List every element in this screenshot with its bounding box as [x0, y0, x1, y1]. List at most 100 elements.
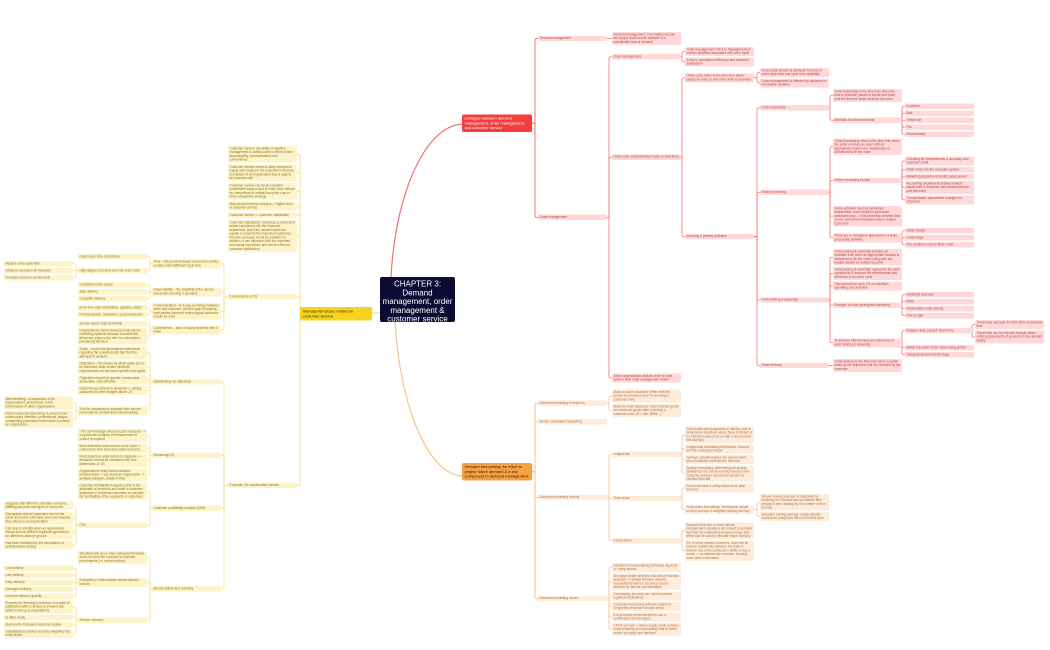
mindmap-subtopic[interactable]: Macroenvironmental changes -> higher lev…	[228, 201, 297, 211]
mindmap-subtopic[interactable]: Order delivery is the time from when a c…	[833, 359, 902, 372]
mindmap-subtopic[interactable]: Order entry into the computer system	[905, 167, 974, 173]
mindmap-topic[interactable]: Customer profitability analysis (CPA)	[152, 505, 221, 511]
mindmap-subtopic[interactable]: Assumes that one or more factors (indepe…	[685, 522, 754, 540]
mindmap-subtopic[interactable]: Future demand is solely depends on past …	[685, 483, 754, 493]
mindmap-subtopic[interactable]: Order transmittal is the time from when …	[833, 89, 902, 102]
mindmap-subtopic[interactable]: Early delivery	[4, 579, 73, 585]
mindmap-subtopic[interactable]: Safe delivery	[78, 289, 147, 295]
mindmap-subtopic[interactable]: Travel time accounts for 60%-80% of tota…	[975, 320, 1044, 330]
mindmap-subtopic[interactable]: Computer forecasting software unable to …	[612, 602, 681, 612]
mindmap-subtopic[interactable]: Must determine data sources to be used -…	[78, 443, 147, 453]
mindmap-subtopic[interactable]: Pick-to-light	[905, 313, 974, 319]
mindmap-subtopic[interactable]: Benchmarking: a comparison of an organiz…	[4, 396, 73, 410]
mindmap-topic[interactable]: Tool for companies to evaluate their ser…	[78, 406, 147, 416]
mindmap-topic[interactable]: Communication – is 2-way exchange betwee…	[152, 303, 221, 320]
mindmap-subtopic[interactable]: Reduce order cycle time	[4, 261, 73, 267]
mindmap-subtopic[interactable]: Electronically	[905, 131, 974, 137]
mindmap-subtopic[interactable]: Can account for up to 2/3 of a facility'…	[833, 281, 902, 291]
mindmap-topic[interactable]: Analyze order pickers' travel time	[905, 328, 974, 334]
mindmap-topic[interactable]: Order picking & assembly	[760, 297, 829, 303]
mindmap-topic[interactable]: Demand forecasting is helpful in	[538, 400, 607, 406]
mindmap-subtopic[interactable]: Checking for completeness & accuracy, an…	[905, 156, 974, 166]
mindmap-subtopic[interactable]: Performance benchmarking: a process that…	[4, 411, 73, 428]
mindmap-subtopic[interactable]: Increase customer service level	[4, 275, 73, 281]
mindmap-subtopic[interactable]: Organizations must resist excessive meas…	[78, 468, 147, 482]
mindmap-topic[interactable]: Measuring CS	[152, 452, 221, 458]
mindmap-subtopic[interactable]: Fax	[905, 124, 974, 130]
mindmap-subtopic[interactable]: Forecasting accuracy can have important …	[612, 591, 681, 601]
mindmap-subtopic[interactable]: Recognizes that all customers are not th…	[4, 511, 73, 525]
mindmap-topic[interactable]: Convenience – ease of doing business wit…	[152, 325, 221, 335]
mindmap-topic[interactable]: To improve effectiveness and efficiency …	[833, 338, 902, 348]
mindmap-topic[interactable]: Service failure and recovery	[152, 586, 221, 592]
mindmap-topic[interactable]: High degree of control over the order cy…	[78, 268, 147, 274]
mindmap-subtopic[interactable]: Complete delivery	[78, 296, 147, 302]
mindmap-subtopic[interactable]: Unsatisfactory service recovery magnifie…	[4, 629, 73, 639]
mindmap-subtopic[interactable]: Objectives should be specific, measurabl…	[78, 375, 147, 385]
mindmap-subtopic[interactable]: Damaged delivery	[4, 586, 73, 592]
mindmap-topic[interactable]: Order delivery	[760, 362, 829, 369]
mindmap-subtopic[interactable]: Determining customer's viewpoint -> aski…	[78, 386, 147, 396]
mindmap-subtopic[interactable]: Analog forecasting: determining an analo…	[685, 465, 754, 483]
mindmap-subtopic[interactable]: Judgmental forecasting techniques: Surve…	[685, 444, 754, 454]
mindmap-topic[interactable]: Including 4 primary activities	[685, 233, 754, 240]
mindmap-topic[interactable]: CPA	[78, 522, 147, 528]
mindmap-subtopic[interactable]: Order management refers to management of…	[685, 47, 754, 57]
mindmap-subtopic[interactable]: Incorrect delivery quantity	[4, 593, 73, 599]
mindmap-topic[interactable]: Establishing CS objectives	[152, 379, 221, 385]
mindmap-subtopic[interactable]: Pre-transaction, transaction, post trans…	[78, 312, 147, 318]
mindmap-subtopic[interactable]: "You can't manage what you can't measure…	[78, 429, 147, 442]
mindmap-subtopic[interactable]: Objectives – the means by which goals ar…	[78, 361, 147, 374]
mindmap-subtopic[interactable]: Must determine what factors to measure -…	[78, 454, 147, 467]
mindmap-subtopic[interactable]: Modes of demand forecasting	[538, 419, 607, 425]
mindmap-subtopic[interactable]: Make-to-stock situations: When finished …	[612, 389, 681, 403]
branch-linkages[interactable]: Linkages between demand management, orde…	[462, 114, 532, 132]
mindmap-subtopic[interactable]: Has been facilitated by the acceptance o…	[4, 540, 73, 550]
mindmap-topic[interactable]: 5 specific CS consideration include	[228, 482, 297, 489]
mindmap-subtopic[interactable]: Some activities must be performed sequen…	[833, 206, 902, 227]
mindmap-subtopic[interactable]: CPFR concept -> where supply chain partn…	[612, 623, 681, 636]
mindmap-subtopic[interactable]: Order management is affected by advances…	[760, 78, 829, 88]
mindmap-subtopic[interactable]: Influence decisions on inventory	[4, 268, 73, 274]
mindmap-subtopic[interactable]: RFID	[905, 299, 974, 305]
mindmap-topic[interactable]: Order management	[538, 214, 607, 220]
mindmap-topic[interactable]: Order cycle refers to the time from when…	[685, 73, 754, 83]
mindmap-topic[interactable]: Order processing include	[833, 177, 902, 184]
mindmap-topic[interactable]: 5 dimensions of CS	[228, 294, 297, 300]
mindmap-subtopic[interactable]: Ex: In some western countries, there are…	[685, 540, 754, 561]
mindmap-subtopic[interactable]: Error-free order information, updates, s…	[78, 305, 147, 311]
mindmap-topic[interactable]: Order transmittal	[760, 105, 829, 111]
mindmap-subtopic[interactable]: Order receipt	[905, 228, 974, 234]
branch-demand-forecasting[interactable]: Demand forecasting: An effort to project…	[462, 463, 532, 481]
mindmap-subtopic[interactable]: Order picking & assembly includes all ac…	[833, 249, 902, 266]
mindmap-subtopic[interactable]: Organizations should develop multichanne…	[78, 328, 147, 345]
mindmap-subtopic[interactable]: Order triage	[905, 235, 974, 241]
mindmap-subtopic[interactable]: Handheld scanners	[905, 292, 974, 298]
mindmap-subtopic[interactable]: Customer service: the ability of logisti…	[228, 146, 297, 163]
mindmap-subtopic[interactable]: Customer service -> customer satisfactio…	[228, 212, 297, 218]
mindmap-subtopic[interactable]: Accounting department locates nearest wa…	[905, 181, 974, 194]
mindmap-topic[interactable]: Dependability – the reliability of the s…	[152, 287, 221, 297]
mindmap-subtopic[interactable]: Service levels must be flexible	[78, 321, 147, 327]
mindmap-topic[interactable]: Demand forecasting issues	[538, 595, 607, 602]
mindmap-subtopic[interactable]: In person	[905, 103, 974, 109]
mindmap-subtopic[interactable]: A key to operational efficiency and cust…	[685, 57, 754, 67]
mindmap-subtopic[interactable]: Process for returning a customer to a st…	[4, 600, 73, 614]
mindmap-topic[interactable]: Order cycle (replenishment cycle or lead…	[612, 154, 681, 160]
mindmap-subtopic[interactable]: Selection of a forecasting technique dep…	[612, 563, 681, 573]
mindmap-subtopic[interactable]: Match the picker to the order being pick…	[905, 345, 974, 351]
mindmap-subtopic[interactable]: Simple moving average: is calculated by …	[760, 494, 829, 511]
mindmap-subtopic[interactable]: Customer service can be an excellent com…	[228, 183, 297, 200]
mindmap-topic[interactable]: Methods of order transmittal	[833, 117, 902, 123]
mindmap-topic[interactable]: Cause-effect	[612, 538, 681, 544]
mindmap-subtopic[interactable]: Surveys: Questionnaires are used to lear…	[685, 455, 754, 465]
mindmap-subtopic[interactable]: Travel time can be reduced through bette…	[975, 330, 1044, 344]
branch-managerial-issues-customer-service[interactable]: Managerial issues related to customer se…	[300, 307, 372, 321]
mindmap-topic[interactable]: There are 3 managerial approaches of ord…	[833, 233, 902, 243]
mindmap-subtopic[interactable]: Order cycle time & lead time	[78, 254, 147, 260]
mindmap-topic[interactable]: Demand forecasting models	[538, 494, 607, 501]
mindmap-subtopic[interactable]: Order picking & assembly represents the …	[833, 267, 902, 280]
mindmap-subtopic[interactable]: Weighted moving average: assign greater …	[760, 512, 829, 522]
mindmap-subtopic[interactable]: Is often costly	[4, 615, 73, 621]
